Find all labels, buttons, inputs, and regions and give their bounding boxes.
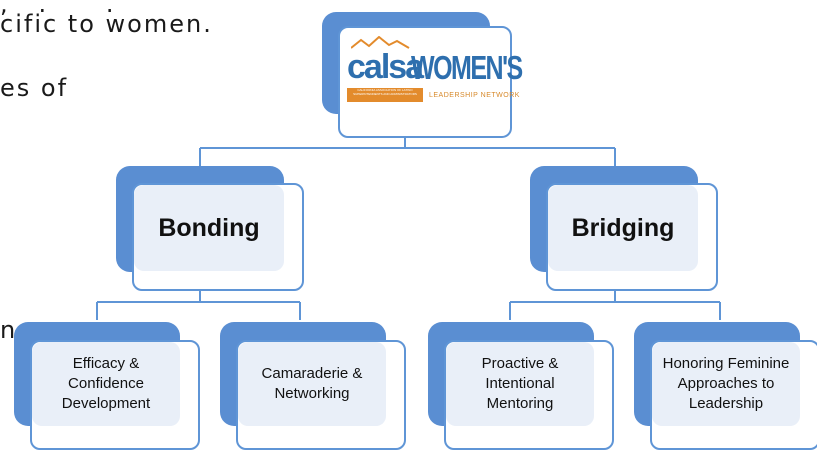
background-text-line-1: cific to women. bbox=[0, 10, 213, 38]
logo-title: WOMEN'S bbox=[411, 49, 523, 88]
bridging-node-label-area: Bridging bbox=[548, 185, 698, 271]
logo-subtitle: LEADERSHIP NETWORK bbox=[429, 92, 520, 99]
mentoring-node-label-area: Proactive & Intentional Mentoring bbox=[446, 342, 594, 426]
bonding-label: Bonding bbox=[158, 213, 260, 242]
bonding-node-label-area: Bonding bbox=[134, 185, 284, 271]
honoring-label: Honoring Feminine Approaches to Leadersh… bbox=[662, 355, 790, 412]
efficacy-label: Efficacy & Confidence Development bbox=[61, 355, 151, 412]
background-text-line-2: es of bbox=[0, 74, 69, 102]
bridging-label: Bridging bbox=[571, 213, 675, 242]
logo-tagline: CALIFORNIA ASSOCIATION OF LATINO SUPERIN… bbox=[347, 88, 423, 102]
calsa-womens-logo: calsa WOMEN'S CALIFORNIA ASSOCIATION OF … bbox=[345, 32, 523, 108]
mentoring-label: Proactive & Intentional Mentoring bbox=[481, 355, 559, 412]
background-text-fragment-top: , . . bbox=[0, 0, 232, 18]
camaraderie-label: Camaraderie & Networking bbox=[261, 365, 363, 402]
background-text-line-3: n bbox=[0, 316, 18, 344]
honoring-node-label-area: Honoring Feminine Approaches to Leadersh… bbox=[652, 342, 800, 426]
camaraderie-node-label-area: Camaraderie & Networking bbox=[238, 342, 386, 426]
efficacy-node-label-area: Efficacy & Confidence Development bbox=[32, 342, 180, 426]
logo-brand: calsa bbox=[347, 48, 424, 86]
mountain-peaks-icon bbox=[351, 36, 410, 49]
